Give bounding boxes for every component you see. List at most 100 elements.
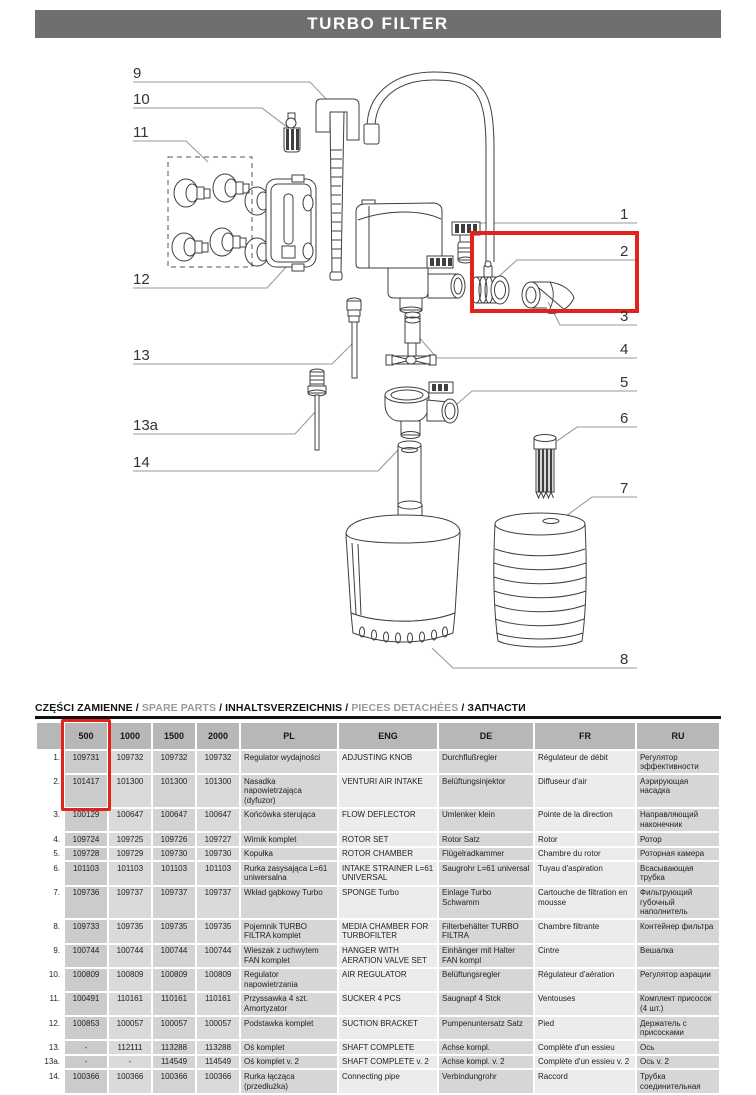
cell-no: 13a. — [37, 1055, 63, 1069]
cell-fr: Pointe de la direction — [535, 808, 635, 832]
cell-c500: 100744 — [65, 944, 107, 967]
cell-c500: - — [65, 1041, 107, 1054]
cell-de: Rotor Satz — [439, 833, 533, 846]
heading-separator: / — [458, 702, 468, 714]
cell-c500: 100809 — [65, 968, 107, 991]
cell-pl: Regulator wydajności — [241, 751, 337, 774]
page-title: TURBO FILTER — [307, 14, 449, 33]
cell-de: Pumpenuntersatz Satz — [439, 1017, 533, 1040]
cell-pl: Oś komplet — [241, 1041, 337, 1054]
cell-c500: - — [65, 1055, 107, 1069]
cell-c500: 109724 — [65, 833, 107, 846]
cell-fr: Cartouche de filtration en mousse — [535, 886, 635, 919]
column-header-1000: 1000 — [109, 723, 151, 749]
cell-c500: 100366 — [65, 1070, 107, 1093]
cell-pl: Wieszak z uchwytem FAN komplet — [241, 944, 337, 967]
cell-eng: HANGER WITH AERATION VALVE SET — [339, 944, 437, 967]
cell-eng: INTAKE STRAINER L=61 UNIVERSAL — [339, 862, 437, 885]
table-header-row: 500 1000 1500 2000 PL ENG DE FR RU — [37, 723, 719, 749]
cell-c1000: 101300 — [109, 775, 151, 807]
cell-fr: Ventouses — [535, 992, 635, 1016]
cell-c1500: 101300 — [153, 775, 195, 807]
column-header-2000: 2000 — [197, 723, 239, 749]
callout-7: 7 — [620, 480, 629, 497]
cell-eng: AIR REGULATOR — [339, 968, 437, 991]
callout-11: 11 — [133, 124, 149, 141]
part-rotor — [385, 311, 437, 366]
cell-c2000: 109735 — [197, 920, 239, 943]
callout-2: 2 — [620, 243, 629, 260]
cell-eng: SPONGE Turbo — [339, 886, 437, 919]
cell-c1000: 112111 — [109, 1041, 151, 1054]
cell-eng: SUCTION BRACKET — [339, 1017, 437, 1040]
cell-de: Flügelradkammer — [439, 847, 533, 861]
cell-c1500: 100744 — [153, 944, 195, 967]
part-media-container — [345, 500, 461, 644]
callout-6: 6 — [620, 410, 629, 427]
cell-c2000: 114549 — [197, 1055, 239, 1069]
cell-c500: 101417 — [65, 775, 107, 807]
cell-ru: Регулятор эффективности — [637, 751, 719, 774]
cell-c2000: 109727 — [197, 833, 239, 846]
column-header-500: 500 — [65, 723, 107, 749]
callout-3: 3 — [620, 308, 629, 325]
part-rotor-chamber — [384, 381, 459, 439]
cell-no: 6. — [37, 862, 63, 885]
cell-no: 7. — [37, 886, 63, 919]
callout-13a: 13a — [133, 417, 159, 434]
cell-c1500: 100809 — [153, 968, 195, 991]
cell-fr: Cintre — [535, 944, 635, 967]
cell-c2000: 100809 — [197, 968, 239, 991]
cell-eng: Connecting pipe — [339, 1070, 437, 1093]
cell-ru: Держатель с присосками — [637, 1017, 719, 1040]
cell-eng: SHAFT COMPLETE — [339, 1041, 437, 1054]
cell-fr: Chambre du rotor — [535, 847, 635, 861]
column-header-ru: RU — [637, 723, 719, 749]
suction-cup — [171, 232, 209, 262]
cell-ru: Регулятор аэрации — [637, 968, 719, 991]
cell-de: Verbindungrohr — [439, 1070, 533, 1093]
cell-ru: Фильтрующий губочный наполнитель — [637, 886, 719, 919]
part-sponge — [493, 512, 587, 648]
callout-9: 9 — [133, 65, 142, 82]
cell-ru: Ось — [637, 1041, 719, 1054]
part-intake-strainer — [533, 434, 557, 500]
cell-de: Umlenker klein — [439, 808, 533, 832]
cell-c500: 109733 — [65, 920, 107, 943]
cell-eng: ROTOR CHAMBER — [339, 847, 437, 861]
cell-pl: Oś komplet v. 2 — [241, 1055, 337, 1069]
column-header-fr: FR — [535, 723, 635, 749]
cell-c500: 109736 — [65, 886, 107, 919]
cell-eng: MEDIA CHAMBER FOR TURBOFILTER — [339, 920, 437, 943]
cell-no: 9. — [37, 944, 63, 967]
cell-fr: Complète d'un essieu v. 2 — [535, 1055, 635, 1069]
cell-c1000: 100809 — [109, 968, 151, 991]
cell-eng: ADJUSTING KNOB — [339, 751, 437, 774]
heading-segment-pl: CZĘŚCI ZAMIENNE — [35, 702, 133, 714]
cell-pl: Regulator napowietrzania — [241, 968, 337, 991]
callout-5: 5 — [620, 374, 629, 391]
cell-de: Saugrohr L=61 universal — [439, 862, 533, 885]
cell-no: 11. — [37, 992, 63, 1016]
cell-no: 12. — [37, 1017, 63, 1040]
heading-segment-de: INHALTSVERZEICHNIS — [225, 702, 343, 714]
cell-ru: Всасывающая трубка — [637, 862, 719, 885]
cell-c1500: 109737 — [153, 886, 195, 919]
part-venturi-air-intake — [470, 260, 510, 305]
cell-no: 8. — [37, 920, 63, 943]
cell-ru: Направляющий наконечник — [637, 808, 719, 832]
callout-12: 12 — [133, 271, 150, 288]
cell-c1500: 109730 — [153, 847, 195, 861]
cell-eng: SUCKER 4 PCS — [339, 992, 437, 1016]
cell-c1000: - — [109, 1055, 151, 1069]
cell-c2000: 113288 — [197, 1041, 239, 1054]
callout-14: 14 — [133, 454, 150, 471]
cell-no: 3. — [37, 808, 63, 832]
